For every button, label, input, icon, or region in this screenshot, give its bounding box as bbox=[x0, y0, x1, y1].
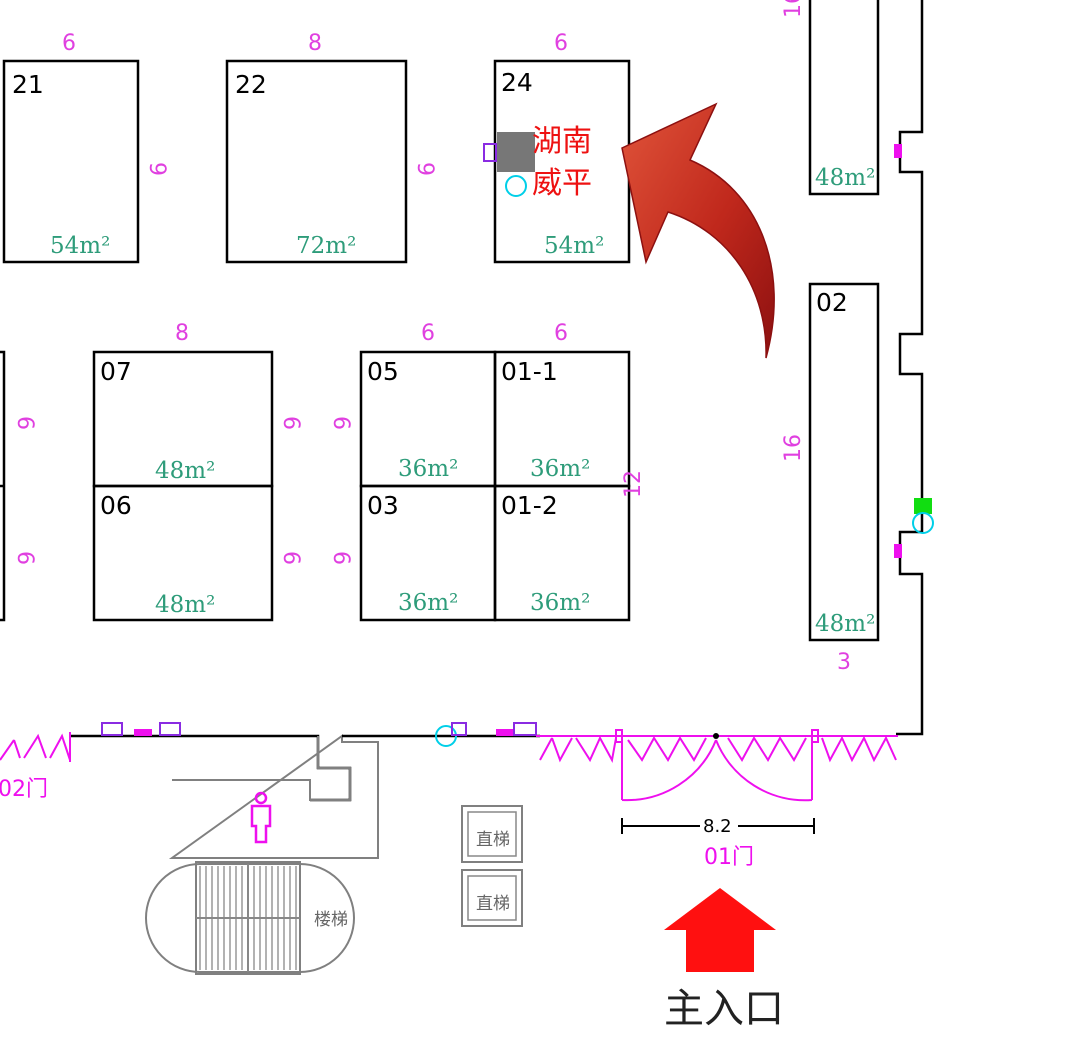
dimension-label: 12 bbox=[621, 470, 646, 498]
power-socket-icon bbox=[513, 722, 537, 736]
booth-id: 01-1 bbox=[501, 357, 558, 386]
socket-icon bbox=[496, 729, 514, 736]
booth-area: 48m² bbox=[155, 592, 215, 618]
booth-id: 07 bbox=[100, 357, 132, 386]
door-label: 02门 bbox=[0, 777, 48, 802]
booth-id: 22 bbox=[235, 70, 267, 99]
dimension-label: 6 bbox=[278, 416, 303, 430]
booth-05[interactable]: 05 36m² bbox=[359, 350, 497, 488]
highlight-arrow-icon bbox=[621, 102, 775, 359]
dimension-label: 9 bbox=[412, 162, 437, 176]
stair-label: 楼梯 bbox=[314, 910, 348, 930]
booth-24[interactable]: 24 54m² 湖南 威平 bbox=[483, 59, 631, 264]
exhibitor-name-line1: 湖南 bbox=[532, 124, 592, 159]
entrance-label: 主入口 bbox=[664, 986, 784, 1032]
dimension-label: 6 bbox=[421, 321, 435, 346]
socket-icon bbox=[894, 544, 902, 558]
dimension-label: 8 bbox=[175, 321, 189, 346]
dimension-label: 6 bbox=[278, 551, 303, 565]
booth-id: 24 bbox=[501, 68, 533, 97]
booth-area: 36m² bbox=[398, 456, 458, 482]
booth-22[interactable]: 22 72m² bbox=[225, 59, 408, 264]
entrance-arrow-icon bbox=[664, 888, 776, 972]
power-socket-icon bbox=[159, 722, 181, 736]
booth-02[interactable]: 02 48m² bbox=[808, 282, 880, 642]
power-socket-icon bbox=[101, 722, 123, 736]
dimension-label: 8 bbox=[308, 31, 322, 56]
exhibitor-name-line2: 威平 bbox=[532, 166, 592, 201]
socket-icon bbox=[894, 144, 902, 158]
booth-area: 36m² bbox=[398, 590, 458, 616]
booth-area: 48m² bbox=[815, 165, 875, 191]
storage-block bbox=[497, 132, 535, 172]
booth-id: 06 bbox=[100, 491, 132, 520]
dimension-label: 16 bbox=[781, 434, 806, 462]
booth-03[interactable]: 03 36m² bbox=[359, 484, 497, 622]
dimension-label: 6 bbox=[328, 551, 353, 565]
elevator-1: 直梯 bbox=[461, 805, 523, 863]
elevator-label: 直梯 bbox=[476, 830, 510, 850]
outlet-icon bbox=[505, 175, 527, 197]
elevator-label: 直梯 bbox=[476, 894, 510, 914]
green-box-icon bbox=[914, 498, 932, 514]
dimension-label: 3 bbox=[837, 650, 851, 675]
outlet-icon bbox=[912, 512, 934, 534]
booth-area: 54m² bbox=[544, 233, 604, 259]
dimension-label: 6 bbox=[554, 321, 568, 346]
socket-icon bbox=[134, 729, 152, 736]
booth-area: 48m² bbox=[815, 611, 875, 637]
booth-01-2[interactable]: 01-2 36m² bbox=[493, 484, 631, 622]
door-swing bbox=[0, 733, 71, 761]
bottom-wall bbox=[70, 734, 352, 802]
elevator-2: 直梯 bbox=[461, 869, 523, 927]
dimension-label: 16 bbox=[781, 0, 806, 18]
booth-21[interactable]: 21 54m² bbox=[2, 59, 140, 264]
booth-07[interactable]: 07 48m² bbox=[92, 350, 274, 488]
dimension-label: 6 bbox=[62, 31, 76, 56]
dimension-label: 6 bbox=[12, 416, 37, 430]
booth-01-1[interactable]: 01-1 36m² bbox=[493, 350, 631, 488]
booth-top-right[interactable]: 48m² bbox=[808, 0, 880, 196]
power-socket-icon bbox=[483, 143, 497, 162]
dimension-label: 6 bbox=[12, 551, 37, 565]
dimension-label: 6 bbox=[328, 416, 353, 430]
door-label: 01门 bbox=[704, 845, 754, 870]
booth-area: 54m² bbox=[50, 233, 110, 259]
staircase: 楼梯 bbox=[145, 861, 355, 975]
booth-id: 05 bbox=[367, 357, 399, 386]
booth-area: 36m² bbox=[530, 456, 590, 482]
booth-area: 36m² bbox=[530, 590, 590, 616]
booth-id: 21 bbox=[12, 70, 44, 99]
dimension-label: 9 bbox=[144, 162, 169, 176]
restroom-icon bbox=[250, 791, 272, 844]
booth-id: 01-2 bbox=[501, 491, 558, 520]
booth-06[interactable]: 06 48m² bbox=[92, 484, 274, 622]
dimension-label: 6 bbox=[554, 31, 568, 56]
main-entrance-doors[interactable] bbox=[536, 729, 898, 802]
right-wall bbox=[896, 0, 924, 736]
power-socket-icon bbox=[451, 722, 467, 736]
booth-area: 48m² bbox=[155, 458, 215, 484]
booth-id: 02 bbox=[816, 288, 848, 317]
entrance-width-label: 8.2 bbox=[703, 816, 732, 837]
booth-id: 03 bbox=[367, 491, 399, 520]
restroom-outline bbox=[168, 734, 379, 859]
booth-area: 72m² bbox=[296, 233, 356, 259]
